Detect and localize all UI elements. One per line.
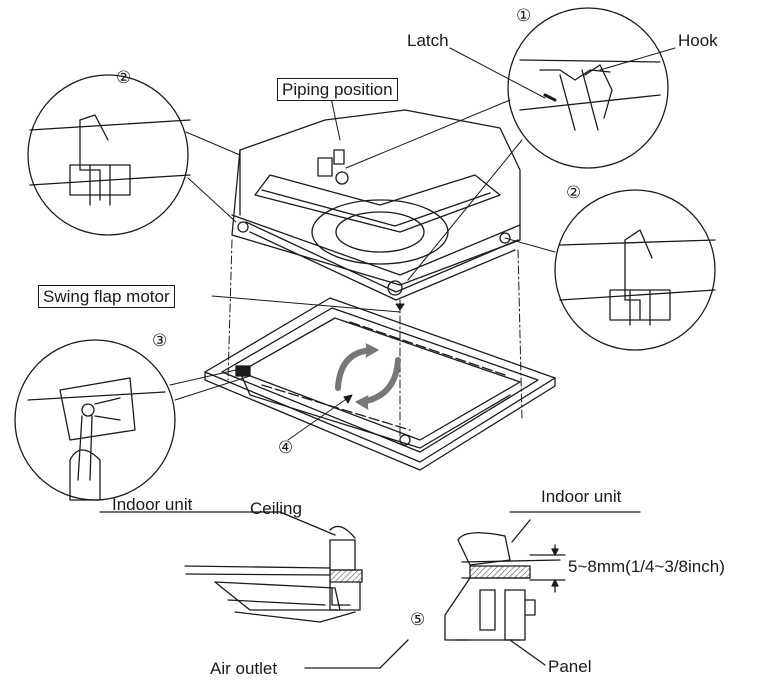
- section-view-left: [99, 511, 363, 623]
- detail-circle-3: [14, 339, 176, 501]
- callout-3: ③: [152, 331, 168, 351]
- label-panel: Panel: [548, 657, 592, 676]
- label-hook: Hook: [678, 31, 718, 50]
- label-indoor-unit-left: Indoor unit: [112, 495, 193, 514]
- callout-4: ④: [278, 438, 294, 458]
- callout-2-left: ②: [116, 68, 132, 88]
- label-gap-dimension: 5~8mm(1/4~3/8inch): [568, 557, 725, 576]
- alignment-lines: [227, 239, 523, 441]
- indoor-unit-body: [231, 109, 521, 301]
- label-ceiling: Ceiling: [250, 499, 302, 518]
- leader-lines: [169, 47, 676, 441]
- detail-circle-1: [507, 7, 669, 169]
- label-piping-position: Piping position: [277, 78, 398, 101]
- detail-circle-2-right: [554, 189, 716, 351]
- label-air-outlet: Air outlet: [210, 659, 278, 678]
- callout-5: ⑤: [410, 610, 426, 630]
- ceiling-panel: [204, 297, 556, 471]
- callout-1: ①: [516, 6, 532, 26]
- label-latch: Latch: [407, 31, 449, 50]
- label-swing-flap-motor: Swing flap motor: [38, 285, 175, 308]
- section-view-right: [304, 511, 641, 669]
- callout-2-right: ②: [566, 183, 582, 203]
- label-indoor-unit-right: Indoor unit: [541, 487, 622, 506]
- detail-circle-2-left: [27, 74, 191, 236]
